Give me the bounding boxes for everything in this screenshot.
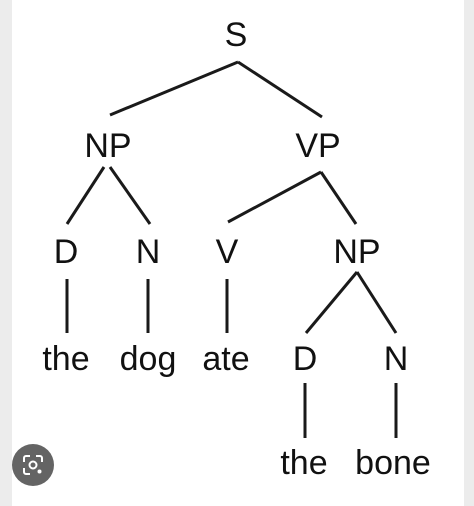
node-d-object: D <box>293 340 318 378</box>
node-n-subject: N <box>136 233 161 271</box>
edge-np-d <box>65 166 106 225</box>
node-np-subject: NP <box>84 127 131 165</box>
lens-search-icon <box>23 455 43 475</box>
edge-vp-np <box>319 171 358 225</box>
word-dog: dog <box>120 340 177 378</box>
edge-s-np <box>109 60 239 117</box>
word-the-object: the <box>280 444 327 482</box>
right-border <box>464 0 474 506</box>
lens-search-button[interactable] <box>12 444 54 486</box>
node-np-object: NP <box>333 233 380 271</box>
word-ate: ate <box>202 340 249 378</box>
edge-np2-n <box>355 271 398 334</box>
node-vp: VP <box>295 127 340 165</box>
word-bone: bone <box>355 444 431 482</box>
word-the-subject: the <box>42 340 89 378</box>
edge-np-n <box>108 166 152 225</box>
left-border <box>0 0 12 506</box>
node-v: V <box>216 233 239 271</box>
node-d-subject: D <box>54 233 79 271</box>
node-s: S <box>225 16 248 54</box>
node-n-object: N <box>384 340 409 378</box>
edge-np2-d <box>304 271 359 334</box>
edge-vp-v <box>227 170 322 224</box>
edge-s-vp <box>237 60 323 119</box>
